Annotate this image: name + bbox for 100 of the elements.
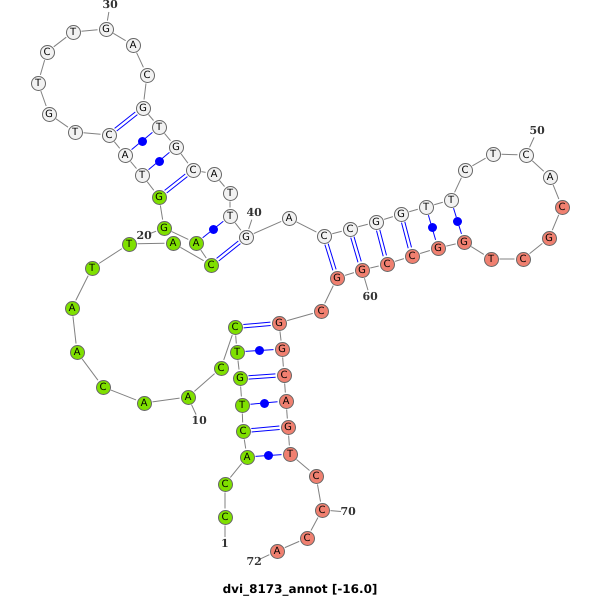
base-pair-line <box>244 350 256 352</box>
nucleotide-circle: C <box>458 162 472 178</box>
nucleotide-circle: G <box>368 214 384 230</box>
nucleotide-circle: T <box>444 192 458 208</box>
nucleotide-circle: C <box>228 320 242 334</box>
backbone-line <box>296 459 310 471</box>
nucleotide-circle: A <box>278 394 294 408</box>
nucleotide-circle: G <box>272 316 286 330</box>
backbone-line <box>296 221 317 233</box>
nucleotide-circle: T <box>222 186 238 200</box>
backbone-line <box>316 484 322 502</box>
backbone-line <box>420 250 430 254</box>
nucleotide-circle: T <box>282 446 298 462</box>
backbone-line <box>230 463 242 478</box>
nucleotide-circle: G <box>542 230 556 246</box>
nucleotide-circle: C <box>40 44 54 60</box>
backbone-line <box>234 222 242 231</box>
backbone-line <box>242 413 244 423</box>
base-pair-line <box>350 236 362 263</box>
position-number: 1 <box>221 538 229 550</box>
backbone-line <box>137 242 165 244</box>
leader-line <box>364 278 368 291</box>
nucleotide-circle: A <box>282 210 296 226</box>
backbone-line <box>235 334 237 344</box>
backbone-line <box>180 246 204 262</box>
backbone-line <box>146 181 154 191</box>
nucleotide-circle: G <box>98 22 114 36</box>
pair-dot <box>260 398 268 408</box>
nucleotide-circle: C <box>102 128 116 142</box>
backbone-line <box>200 250 207 258</box>
pair-dot <box>138 136 146 146</box>
nucleotide-circle: G <box>274 342 290 356</box>
pair-dot <box>154 156 164 166</box>
leader-line <box>529 136 535 148</box>
nucleotide-circle: C <box>96 380 110 394</box>
base-pair-line <box>250 426 280 432</box>
base-pair-line <box>131 143 140 150</box>
nucleotide-circle: G <box>156 220 172 236</box>
base-pair-line <box>272 454 282 456</box>
base-pair-line <box>428 214 432 224</box>
backbone-line <box>164 132 171 142</box>
backbone-line <box>152 398 180 402</box>
backbone-line <box>324 285 334 304</box>
backbone-line <box>53 36 67 48</box>
base-pair-line <box>148 163 156 170</box>
backbone-line <box>144 82 146 100</box>
nucleotide-circle: C <box>518 148 534 162</box>
nucleotide-circle: T <box>134 168 150 182</box>
nucleotide-circle: A <box>136 396 152 410</box>
backbone-line <box>358 224 368 228</box>
pair-dot <box>255 346 264 355</box>
backbone-line <box>112 32 126 42</box>
nucleotide-circle: G <box>232 370 248 386</box>
base-pair-line <box>242 322 272 328</box>
nucleotide-circle: C <box>404 248 420 264</box>
nucleotide-circle: G <box>394 206 408 222</box>
pair-dot <box>453 216 462 226</box>
backbone-line <box>470 246 484 255</box>
backbone-line <box>130 160 137 170</box>
leader-line <box>150 230 157 234</box>
backbone-line <box>384 216 394 220</box>
backbone-line <box>98 248 122 264</box>
backbone-line <box>40 60 46 76</box>
nucleotide-circle: A <box>188 236 204 250</box>
nucleotide-circle: C <box>314 304 328 318</box>
nucleotide-circle: G <box>152 190 166 204</box>
nucleotide-circle: T <box>486 146 500 162</box>
base-pair-line <box>164 173 188 194</box>
nucleotide-circle: A <box>240 450 254 464</box>
nucleotide-circle: T <box>122 236 136 252</box>
nucleotide-circle: C <box>236 424 250 438</box>
nucleotide-circle: T <box>234 398 250 412</box>
leader-line <box>248 219 252 230</box>
base-pair-line <box>401 221 412 249</box>
nucleotide-circle: T <box>152 120 166 134</box>
backbone-line <box>237 360 240 370</box>
backbone-line <box>282 356 284 368</box>
backbone-line <box>200 171 206 173</box>
nucleotide-circle: C <box>218 510 232 524</box>
backbone-line <box>552 214 560 231</box>
nucleotide-circle: T <box>484 252 498 266</box>
nucleotide-circle: T <box>68 124 82 140</box>
nucleotide-circle: C <box>204 258 218 272</box>
nucleotide-circle: G <box>168 140 184 154</box>
base-pair-line <box>216 220 224 228</box>
base-pair-line <box>458 224 462 234</box>
backbone-line <box>244 438 246 450</box>
backbone-line <box>408 208 418 212</box>
base-pair-line <box>162 152 170 159</box>
nucleotide-circle: C <box>140 68 154 82</box>
position-number: 50 <box>530 125 545 137</box>
backbone-line <box>56 118 68 128</box>
nucleotide-circle: A <box>270 544 284 558</box>
backbone-line <box>253 220 282 234</box>
base-pair-line <box>248 373 276 380</box>
leader-line <box>224 525 226 538</box>
nucleotide-circle: A <box>70 344 84 360</box>
pair-dot <box>264 451 273 460</box>
position-number: 30 <box>102 0 118 11</box>
title: dvi_8173_annot [-16.0] <box>222 582 378 596</box>
